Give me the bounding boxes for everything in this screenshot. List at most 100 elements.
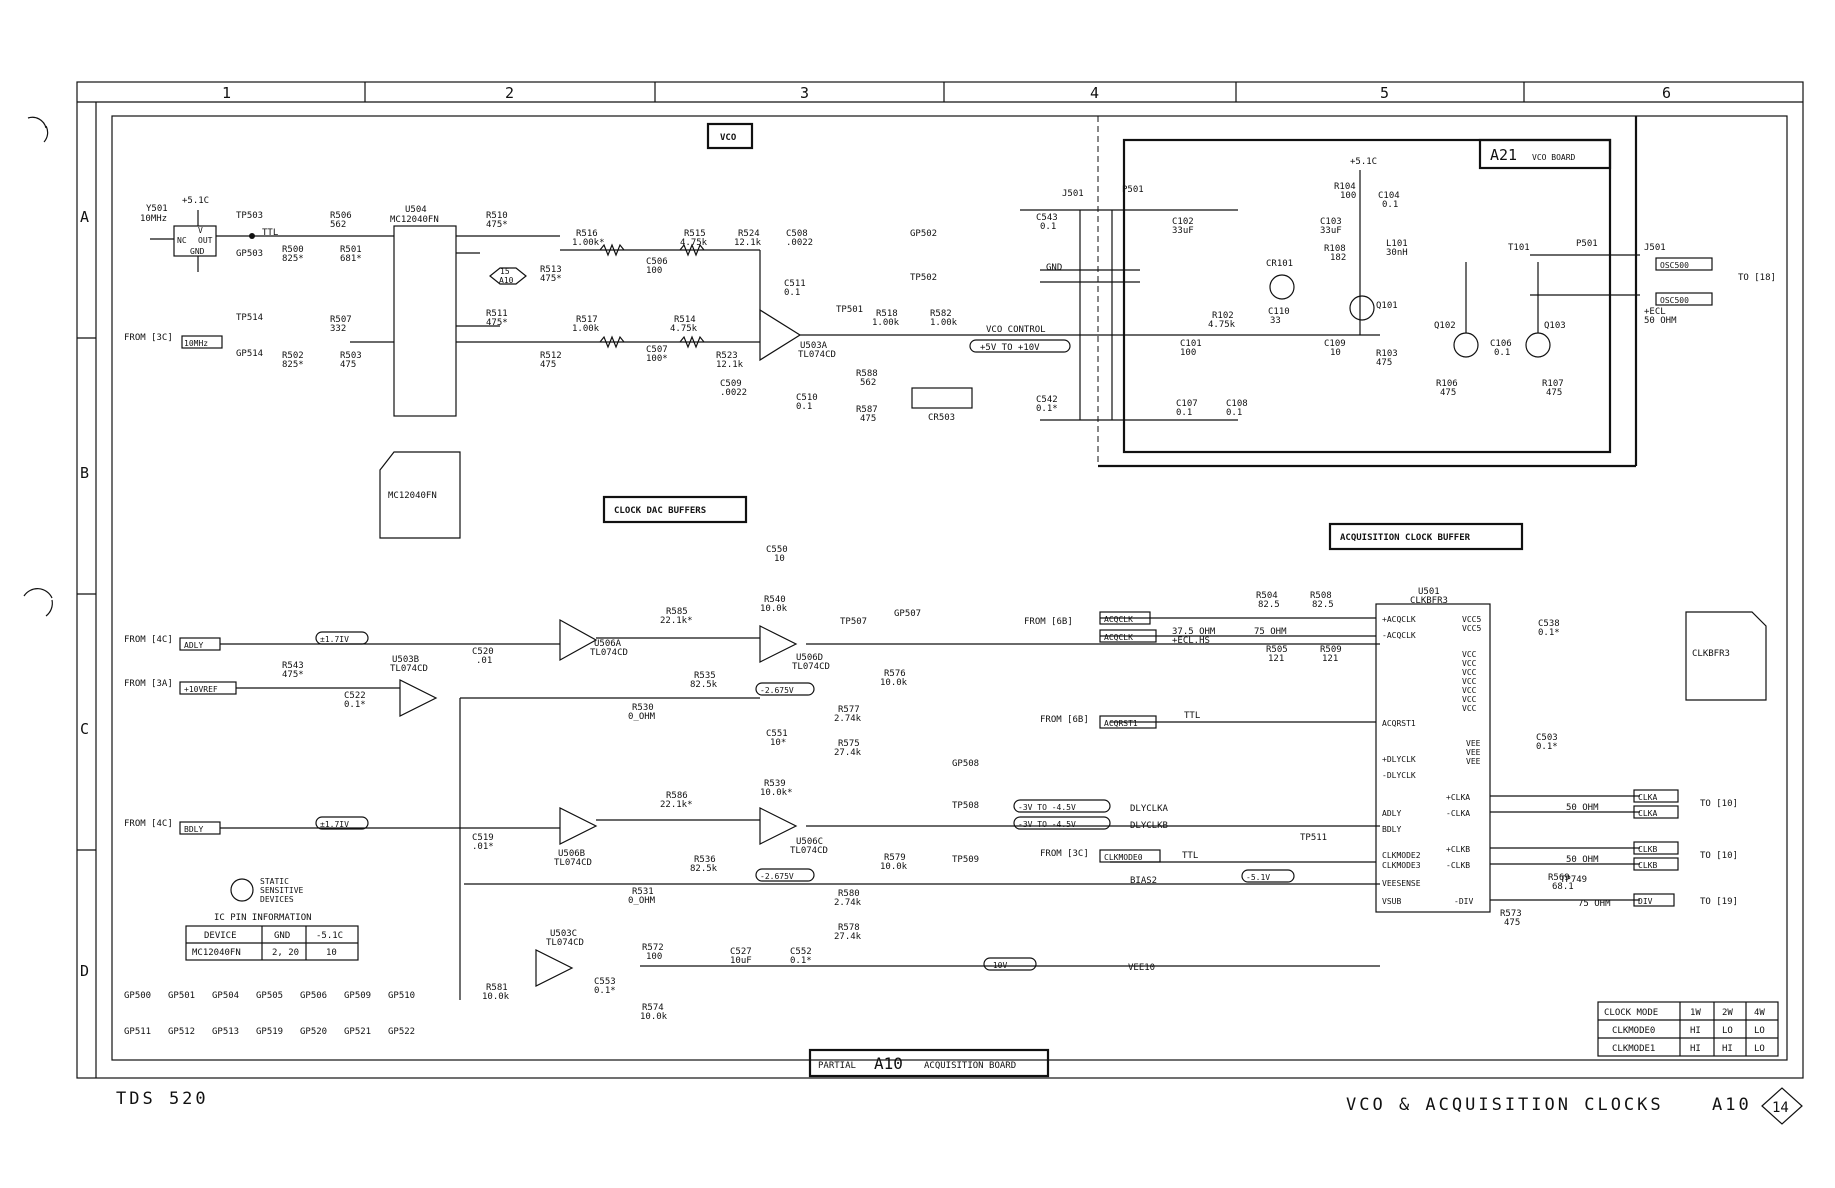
schematic-label: R513 [540,265,562,275]
vref-label: +10VREF [184,685,218,694]
y501-supply: +5.1C [182,196,209,206]
ecl-ohm-label: 50 OHM [1644,316,1677,326]
from-6b-a: FROM [6B] [1024,617,1073,627]
osc500n-label: OSC500 [1660,296,1689,305]
vco-board-outline [1097,116,1638,468]
schematic-label: 681* [340,254,362,264]
p501-right: P501 [1576,239,1598,249]
schematic-label: R588 [856,369,878,379]
schematic-label: C109 [1324,339,1346,349]
schematic-label: +ACQCLK [1382,615,1416,624]
schematic-label: VCC [1462,668,1477,677]
schematic-label: R580 [838,889,860,899]
schematic-label: VEE [1466,757,1481,766]
u501-right-pins: VCC5 VCC5 VCC VCC VCC VCC VCC VCC VCC VE… [1446,615,1481,906]
acqrst1-flag [1099,715,1157,729]
page-diamond [1761,1087,1803,1125]
v10-label: -10V [988,961,1007,970]
u501-package [1685,611,1767,701]
t101-ref: T101 [1508,243,1530,253]
clkan-flag [1633,805,1679,819]
v2675a-box [755,682,815,696]
u506c-part: TL074CD [790,846,828,856]
q102-ref: Q102 [1434,321,1456,331]
schematic-label: 10.0k [880,678,908,688]
ohm50b-label: 50 OHM [1566,855,1599,865]
schematic-label: GP509 [344,991,371,1001]
from-6b-b: FROM [6B] [1040,715,1089,725]
schematic-label: R572 [642,943,664,953]
acqrst1-label: ACQRST1 [1104,719,1138,728]
schematic-label: R582 [930,309,952,319]
schematic-label: R502 [282,351,304,361]
v171b-label: ±1.7IV [320,820,349,829]
v10-box [983,957,1037,971]
schematic-label: R576 [884,669,906,679]
j501-left: J501 [1062,189,1084,199]
ohm75-label: 75 OHM [1254,627,1287,637]
p501-left: P501 [1122,185,1144,195]
schematic-label: VSUB [1382,897,1401,906]
tp508-label: TP508 [952,801,979,811]
schematic-label: C102 [1172,217,1194,227]
sheet-frame [76,81,1804,1079]
v2675a-label: -2.675V [760,686,794,695]
schematic-label: VCC [1462,659,1477,668]
u503c-part: TL074CD [546,938,584,948]
schematic-label: C507 [646,345,668,355]
bias2-label: BIAS2 [1130,876,1157,886]
schematic-label: .0022 [786,238,813,248]
schematic-label: 475 [340,360,356,370]
q103-ref: Q103 [1544,321,1566,331]
schematic-label: 0.1* [1536,742,1558,752]
schematic-label: 475 [1504,918,1520,928]
schematic-label: 475* [540,274,562,284]
column-5: 5 [1380,84,1389,102]
schematic-label: 27.4k [834,748,862,758]
schematic-label: 82.5 [1312,600,1334,610]
schematic-label: R536 [694,855,716,865]
schematic-label: 1.00k [572,324,600,334]
u504-body [350,225,560,417]
clkb-flag [1633,841,1679,855]
schematic-label: DEVICE [204,931,237,941]
schematic-label: R579 [884,853,906,863]
clock-mode-table: CLOCK MODE 1W 2W 4W CLKMODE0 HI LO LO CL… [1597,1001,1779,1057]
y501-value: 10MHz [140,214,167,224]
schematic-label: R510 [486,211,508,221]
schematic-label: C511 [784,279,806,289]
schematic-label: C510 [796,393,818,403]
clkmode0-flag [1099,849,1161,863]
schematic-label: +CLKA [1446,793,1470,802]
schematic-label: C538 [1538,619,1560,629]
schematic-label: 475* [282,670,304,680]
sheet-title: VCO & ACQUISITION CLOCKS [1346,1095,1664,1115]
u506c-opamp [759,807,798,845]
schematic-label: C520 [472,647,494,657]
schematic-label: CLKMODE3 [1382,861,1421,870]
acqclk-label: ACQCLK [1104,615,1133,624]
bdly-label: BDLY [184,825,203,834]
tp501-label: TP501 [836,305,863,315]
y501-pin-gnd: GND [190,247,205,256]
schematic-label: 4.75k [680,238,708,248]
to-19-label: TO [19] [1700,897,1738,907]
column-4: 4 [1090,84,1099,102]
schematic-label: BDLY [1382,825,1401,834]
schematic-label: 4.75k [1208,320,1236,330]
v3to45b-box [1013,816,1111,830]
schematic-label: R577 [838,705,860,715]
schematic-label: R585 [666,607,688,617]
schematic-label: C553 [594,977,616,987]
ttl-label-c: TTL [1184,711,1200,721]
acqclkn-label: ACQCLK [1104,633,1133,642]
tp511-label: TP511 [1300,833,1327,843]
vco-control-label: VCO CONTROL [986,325,1046,335]
schematic-label: .01 [476,656,492,666]
schematic-label: R524 [738,229,760,239]
u506d-ref: U506D [796,653,823,663]
clkbn-flag [1633,857,1679,871]
schematic-label: 1.00k* [572,238,605,248]
schematic-label: GP520 [300,1027,327,1037]
schematic-label: 4W [1754,1008,1765,1018]
